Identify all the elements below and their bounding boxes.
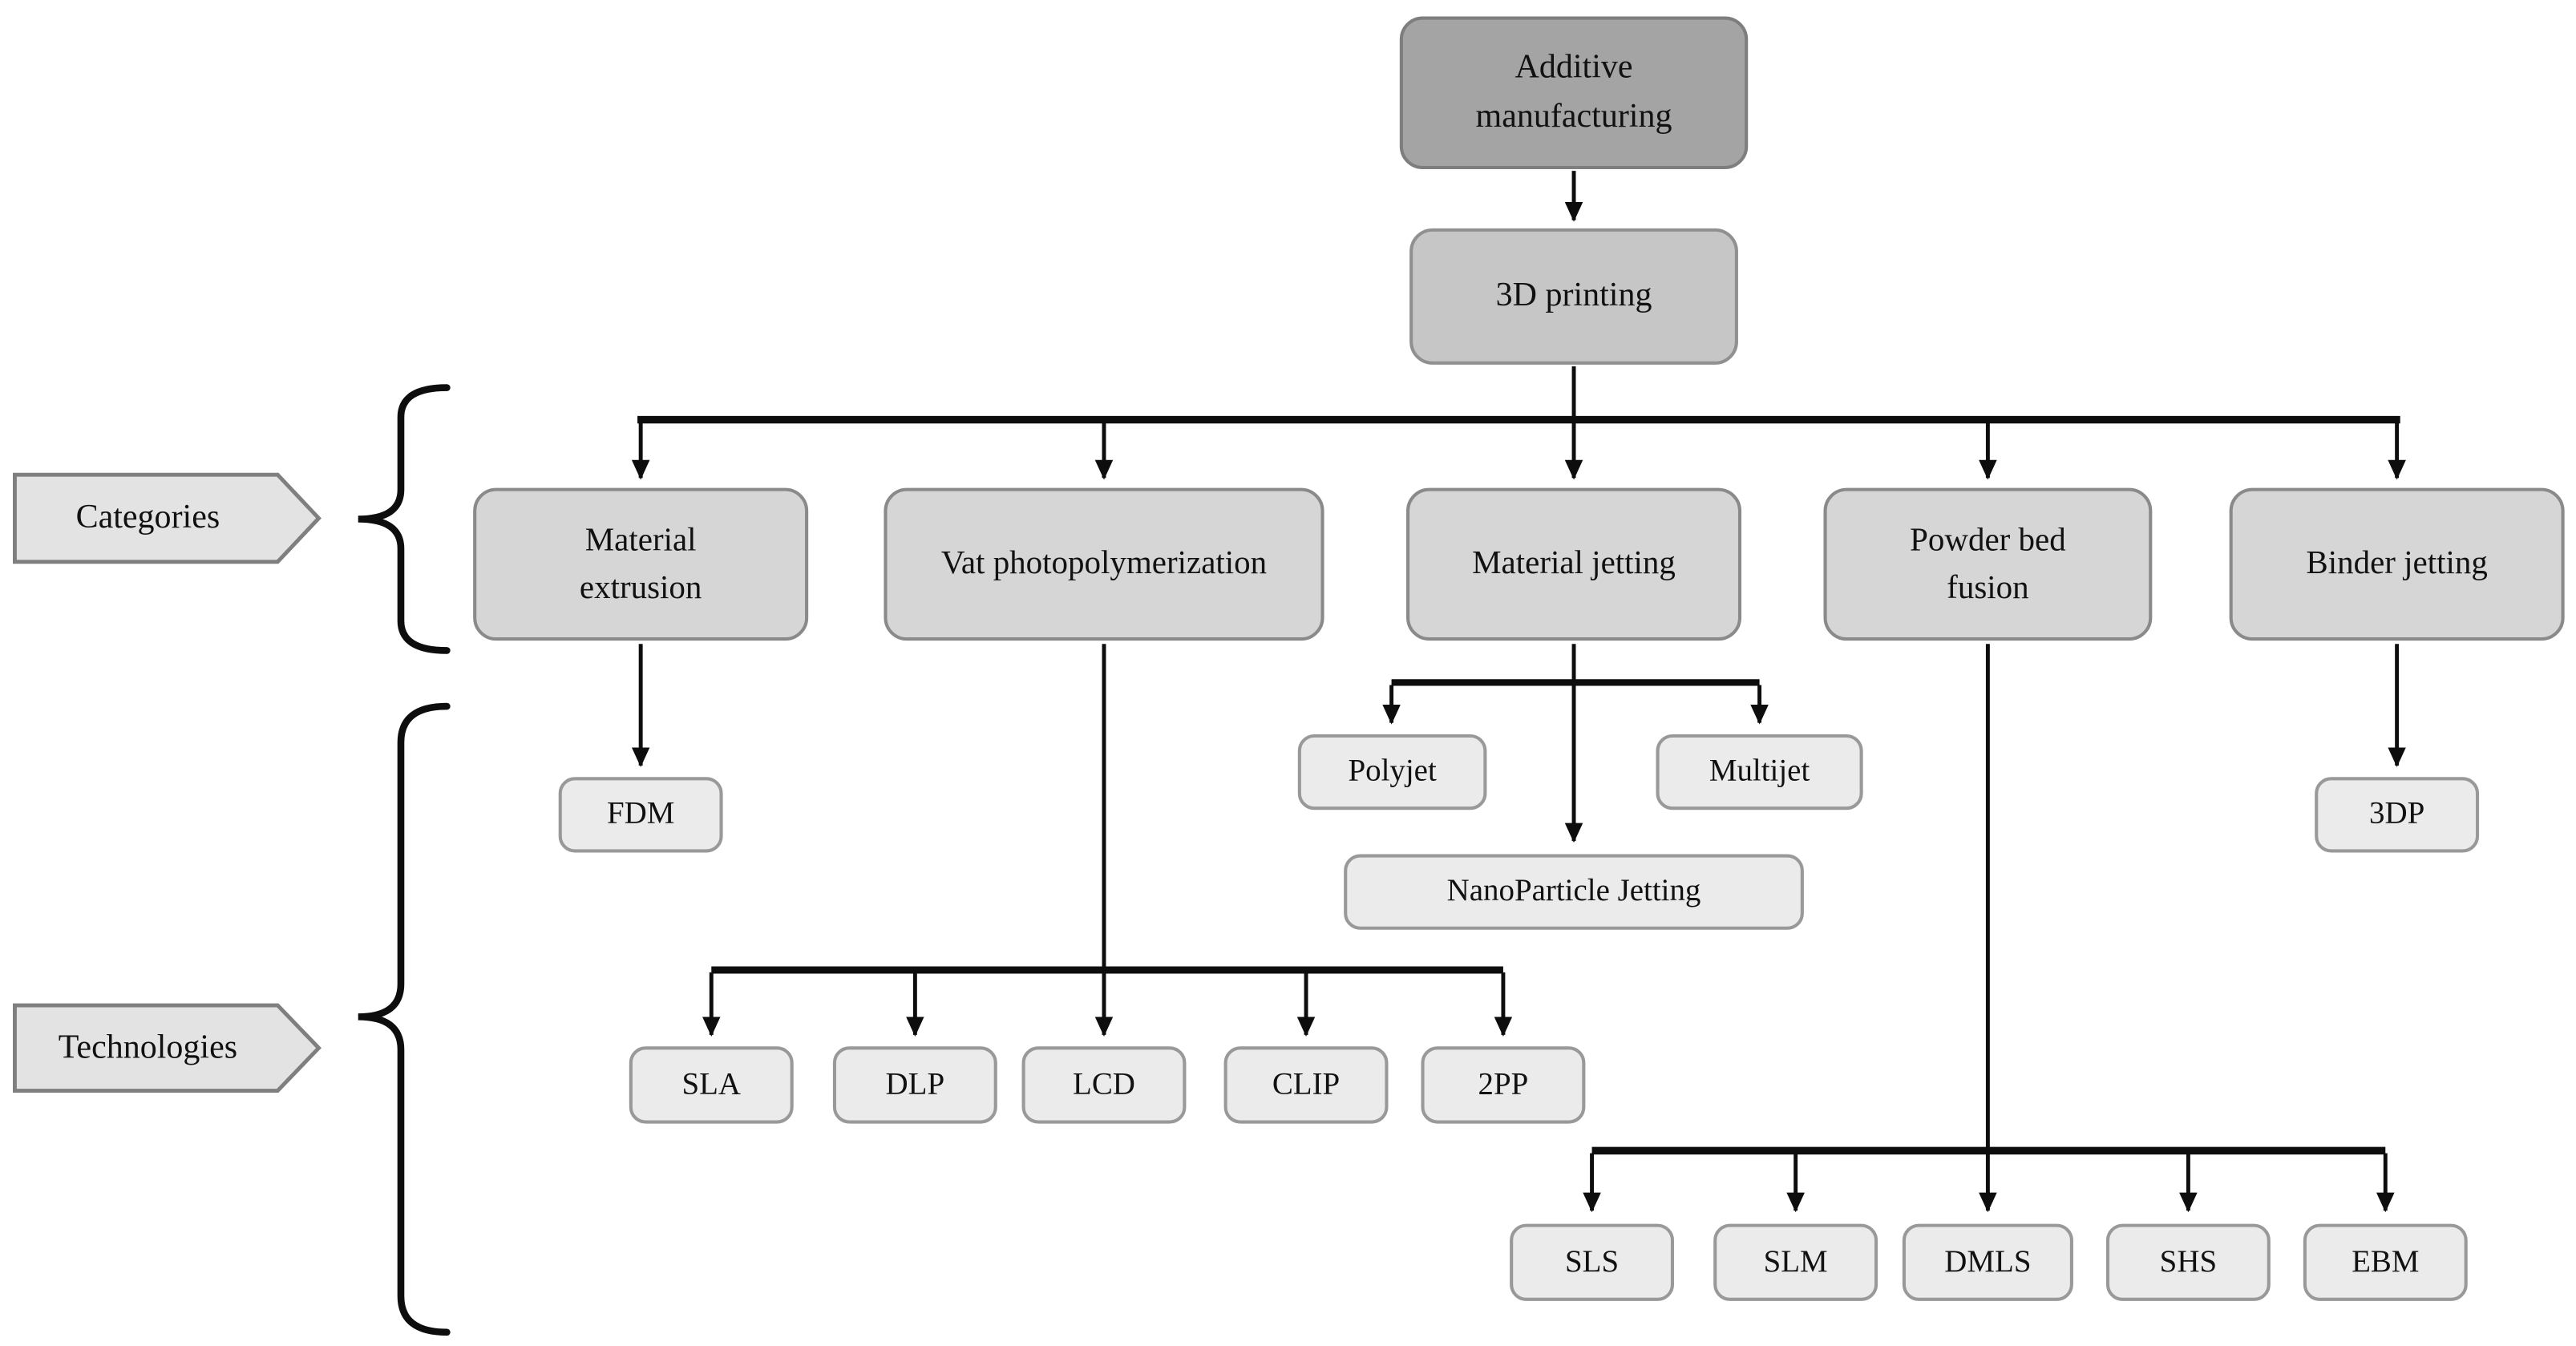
side-label-tags (13, 472, 321, 1093)
tech-box-lcd: LCD (1021, 1046, 1187, 1124)
tech-label: DMLS (1944, 1244, 2032, 1279)
tech-box-multijet: Multijet (1656, 734, 1863, 810)
category-label: Vat photopolymerization (940, 545, 1268, 582)
tech-box-dlp: DLP (832, 1046, 997, 1124)
tech-label: SLA (681, 1067, 742, 1102)
category-label: Binder jetting (2306, 545, 2488, 582)
category-box-vat-photopolymerization: Vat photopolymerization (884, 487, 1324, 641)
tech-label: NanoParticle Jetting (1446, 874, 1701, 909)
tech-label: Polyjet (1348, 754, 1437, 790)
category-label: Material extrusion (579, 521, 702, 606)
tech-label: SLS (1565, 1244, 1620, 1279)
categories-brace (358, 384, 451, 654)
tech-box-dmls: DMLS (1902, 1223, 2073, 1301)
tech-box-2pp: 2PP (1421, 1046, 1586, 1124)
tech-box-ebm: EBM (2303, 1223, 2468, 1301)
technologies-brace (358, 702, 451, 1336)
secondary-box-3d-printing: 3D printing (1409, 228, 1738, 365)
technologies-tag-shape (13, 1003, 321, 1093)
tech-box-clip: CLIP (1223, 1046, 1389, 1124)
technologies-tag-label: Technologies (58, 1029, 238, 1065)
tech-label: CLIP (1272, 1067, 1341, 1102)
tech-box-shs: SHS (2105, 1223, 2271, 1301)
tech-label: DLP (885, 1067, 945, 1102)
category-box-material-extrusion: Material extrusion (473, 487, 809, 641)
category-label: Material jetting (1472, 545, 1676, 582)
category-box-binder-jetting: Binder jetting (2229, 487, 2565, 641)
tech-box-nanoparticle-jetting: NanoParticle Jetting (1344, 854, 1804, 930)
category-box-material-jetting: Material jetting (1406, 487, 1742, 641)
tech-label: SLM (1763, 1244, 1828, 1279)
tech-box-sla: SLA (629, 1046, 794, 1124)
root-box-label: Additive manufacturing (1475, 49, 1672, 135)
tech-label: EBM (2352, 1244, 2420, 1279)
category-label: Powder bed fusion (1910, 521, 2066, 606)
tech-label: LCD (1073, 1067, 1135, 1102)
tech-label: Multijet (1709, 754, 1810, 790)
tech-box-polyjet: Polyjet (1297, 734, 1487, 810)
tech-label: 3DP (2368, 797, 2425, 832)
root-box-additive-manufacturing: Additive manufacturing (1399, 16, 1749, 170)
tech-label: 2PP (1478, 1067, 1529, 1102)
tech-label: SHS (2159, 1244, 2218, 1279)
secondary-box-label: 3D printing (1495, 277, 1652, 313)
category-box-powder-bed-fusion: Powder bed fusion (1823, 487, 2153, 641)
tech-box-3dp: 3DP (2315, 777, 2480, 853)
tech-box-sls: SLS (1510, 1223, 1675, 1301)
braces (358, 384, 451, 1336)
categories-tag-label: Categories (75, 499, 220, 536)
connector-lines (631, 171, 2406, 1213)
tech-label: FDM (606, 797, 675, 832)
tech-box-fdm: FDM (558, 777, 723, 853)
categories-tag-shape (13, 472, 321, 564)
tech-box-slm: SLM (1713, 1223, 1878, 1301)
